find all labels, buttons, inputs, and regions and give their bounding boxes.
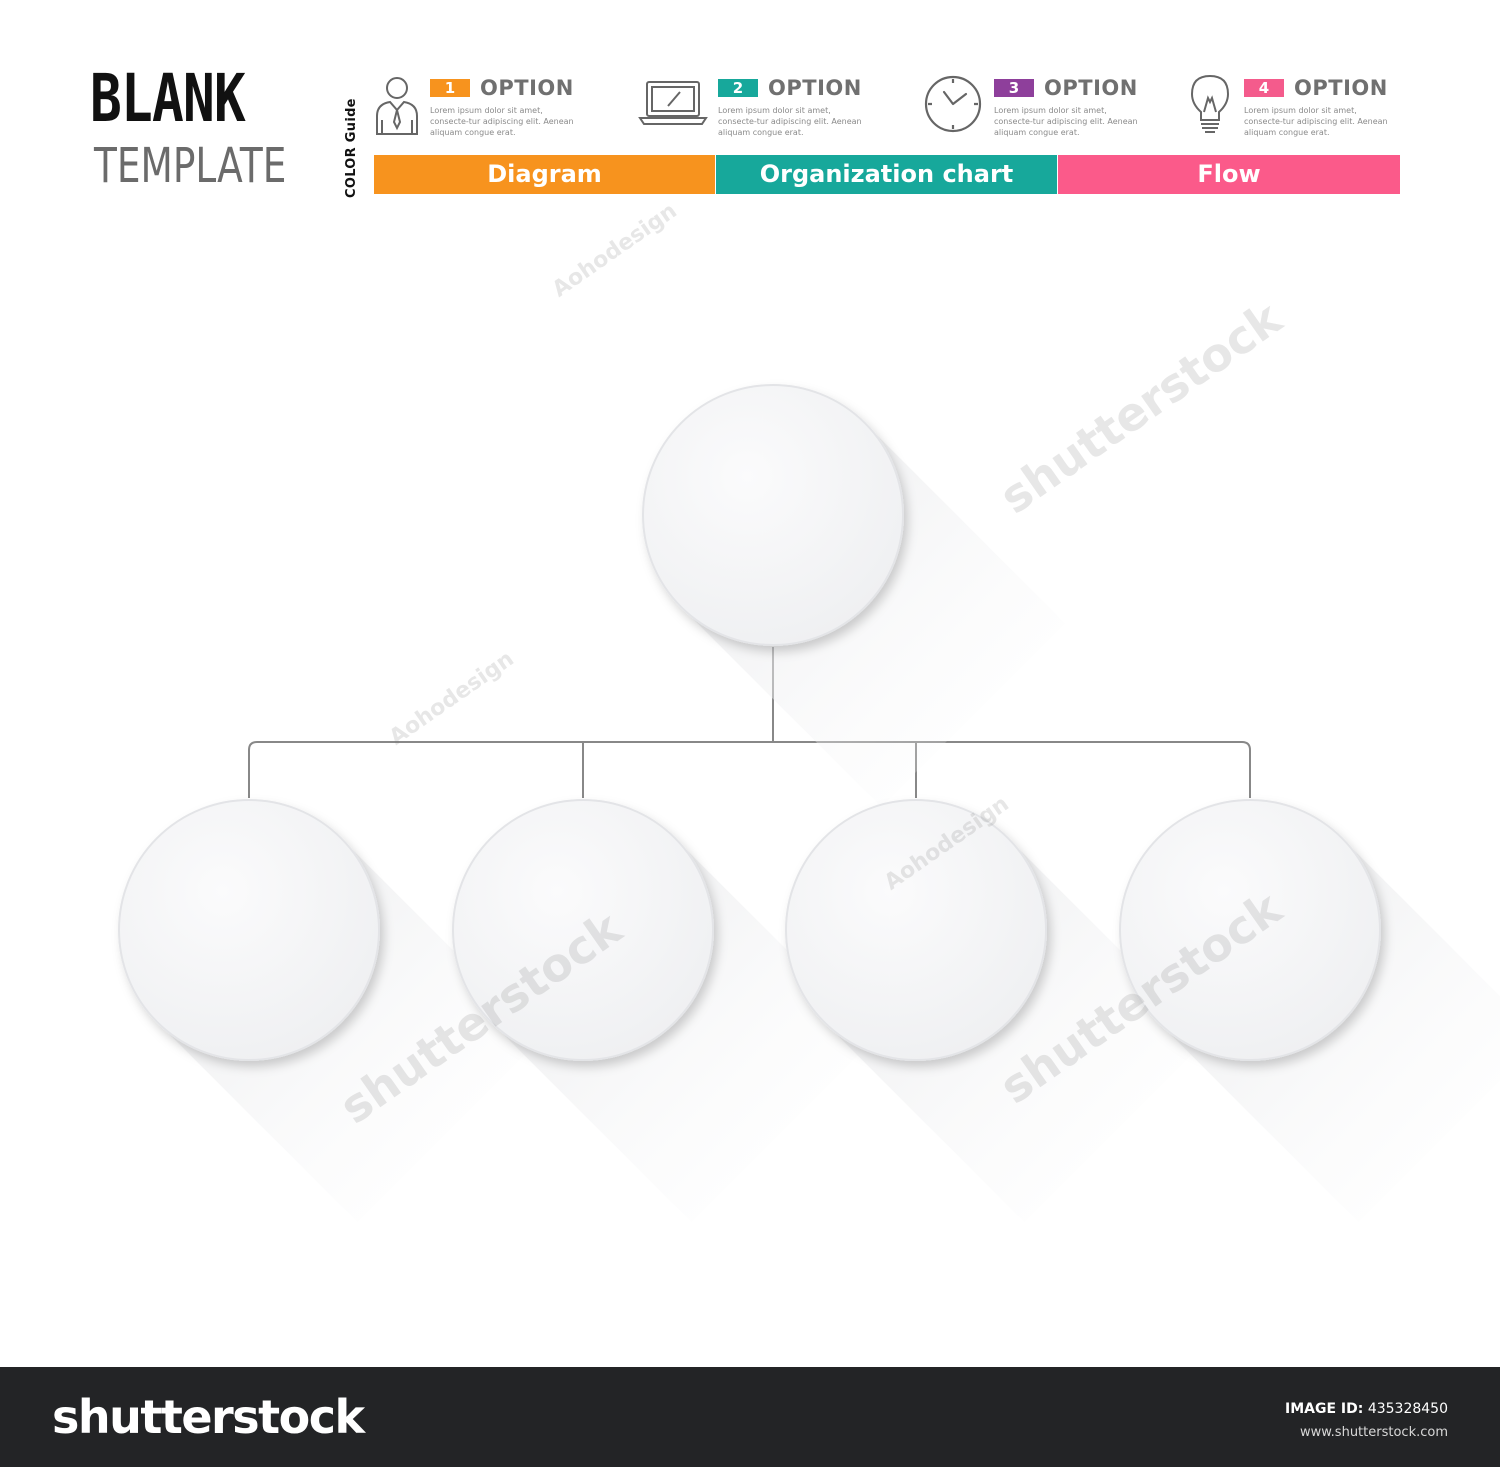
option-title: OPTION (1044, 76, 1138, 100)
bar-organization-chart: Organization chart (716, 155, 1057, 194)
template-title: BLANK (90, 60, 246, 137)
child-node-4 (1119, 799, 1500, 1222)
option-number-badge: 1 (430, 79, 470, 97)
option-1: 1 OPTION Lorem ipsum dolor sit amet, cons… (372, 72, 622, 142)
option-number-badge: 4 (1244, 79, 1284, 97)
child-node-2 (452, 799, 875, 1222)
shutterstock-logo: shutterstock (52, 1390, 365, 1444)
clock-icon (924, 75, 982, 133)
option-number-badge: 2 (718, 79, 758, 97)
option-description: Lorem ipsum dolor sit amet, consecte-tur… (994, 106, 1138, 137)
image-id-label: IMAGE ID: (1285, 1401, 1364, 1417)
node-circle (642, 384, 904, 646)
horizontal-bus-connector (248, 741, 1251, 798)
option-description: Lorem ipsum dolor sit amet, consecte-tur… (718, 106, 862, 137)
businessman-icon (376, 77, 418, 135)
node-circle (452, 799, 714, 1061)
bar-diagram: Diagram (374, 155, 715, 194)
node-circle (118, 799, 380, 1061)
option-description: Lorem ipsum dolor sit amet, consecte-tur… (430, 106, 574, 137)
node-circle (1119, 799, 1381, 1061)
option-title: OPTION (768, 76, 862, 100)
child-node-1 (118, 799, 541, 1222)
option-3: 3 OPTION Lorem ipsum dolor sit amet, cons… (922, 72, 1172, 142)
image-id-value: 435328450 (1367, 1401, 1448, 1417)
child-node-3 (785, 799, 1208, 1222)
footer-bar: shutterstock IMAGE ID: 435328450 www.shu… (0, 1367, 1500, 1467)
node-circle (785, 799, 1047, 1061)
option-description: Lorem ipsum dolor sit amet, consecte-tur… (1244, 106, 1388, 137)
template-subtitle: TEMPLATE (94, 138, 287, 194)
bar-flow: Flow (1058, 155, 1400, 194)
option-2: 2 OPTION Lorem ipsum dolor sit amet, cons… (638, 72, 888, 142)
option-4: 4 OPTION Lorem ipsum dolor sit amet, cons… (1186, 72, 1436, 142)
option-number-badge: 3 (994, 79, 1034, 97)
laptop-icon (638, 81, 708, 125)
diagram-nodes (118, 384, 1500, 1222)
root-node (642, 384, 1065, 807)
image-url: www.shutterstock.com (1299, 1425, 1448, 1440)
lightbulb-icon (1190, 74, 1230, 133)
option-title: OPTION (480, 76, 574, 100)
option-title: OPTION (1294, 76, 1388, 100)
image-id-block: IMAGE ID: 435328450 www.shutterstock.com (1285, 1397, 1448, 1445)
